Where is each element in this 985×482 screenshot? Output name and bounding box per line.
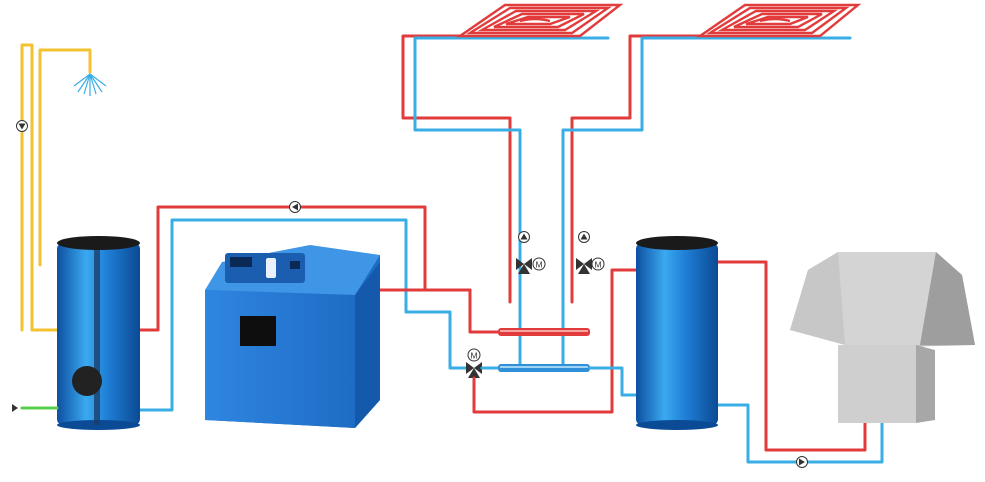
pump-icon [518, 231, 530, 243]
dhw-circuit [16, 43, 107, 332]
floor-2-return [561, 36, 852, 372]
pump-icon [16, 120, 28, 132]
dhw-supply-line [38, 48, 92, 267]
pump-icon [578, 231, 590, 243]
underfloor-heating-loop-icon [456, 3, 624, 38]
hydraulic-header [498, 328, 642, 397]
buffer-cold-link [588, 366, 642, 397]
three-way-mixing-valve-icon: M [516, 257, 546, 274]
heat-pump-circuit [716, 260, 884, 468]
hot-water-storage-tank [57, 236, 140, 430]
dhw-return-line [20, 43, 59, 332]
three-way-mixing-valve-icon: M [576, 257, 605, 274]
boiler-supply-line [138, 205, 502, 334]
inspection-hatch [72, 366, 102, 396]
valve-motor-label: M [594, 260, 601, 270]
pump-icon [796, 456, 808, 468]
valve-motor-label: M [470, 351, 477, 361]
pump-icon [289, 201, 301, 213]
burner-window [240, 316, 276, 346]
floor-2-supply [570, 34, 702, 304]
heat-pump-unit [790, 252, 975, 423]
heat-pump-return [716, 403, 884, 464]
buffer-hot-link [472, 268, 642, 414]
underfloor-heating-loops: M M [401, 3, 862, 372]
three-way-mixing-valve-icon: M [466, 348, 482, 378]
underfloor-heating-loop-icon [696, 3, 862, 38]
boiler-return-line [138, 218, 470, 412]
floor-1-supply [401, 34, 512, 304]
boiler-unit [205, 245, 380, 428]
boiler-circuit: M [138, 201, 642, 414]
buffer-storage-tank [636, 236, 718, 430]
valve-motor-label: M [535, 260, 542, 270]
controller-display-icon [266, 258, 276, 278]
floor-1-return [413, 36, 610, 372]
heat-pump-supply [716, 260, 867, 452]
shower-head-icon [73, 73, 107, 96]
inlet-arrow-icon [12, 404, 18, 412]
